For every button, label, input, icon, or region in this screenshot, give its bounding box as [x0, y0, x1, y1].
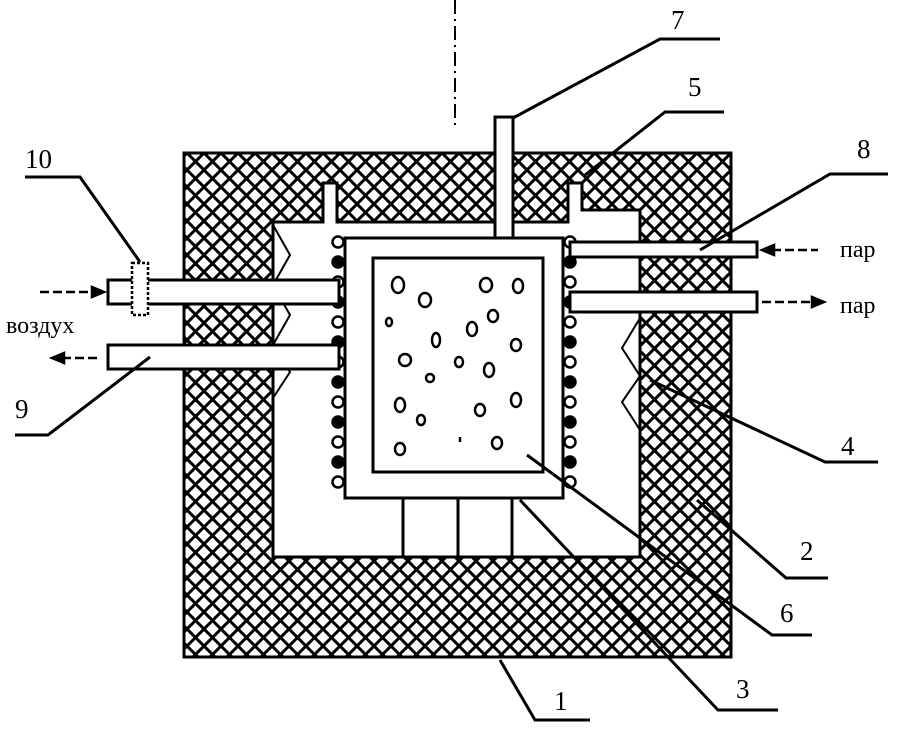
chamber-seam-left: [271, 224, 292, 399]
label-10: 10: [25, 144, 52, 174]
label-8: 8: [857, 134, 871, 164]
steam-inlet-pipe: [568, 240, 759, 259]
rod: [493, 115, 515, 240]
label-2: 2: [800, 536, 814, 566]
granules: [384, 275, 525, 457]
steam-outlet-pipe: [568, 290, 759, 314]
label-6: 6: [780, 598, 794, 628]
label-air: воздух: [6, 313, 74, 339]
chamber-seam-right: [620, 317, 642, 431]
coil-right: [563, 235, 577, 489]
label-1: 1: [554, 686, 568, 716]
label-4: 4: [841, 431, 855, 461]
label-3: 3: [736, 674, 750, 704]
label-5: 5: [688, 72, 702, 102]
leader-lines: [15, 37, 888, 722]
valve: [130, 261, 150, 317]
vessel-supports: [401, 498, 514, 557]
label-9: 9: [15, 394, 29, 424]
label-steam-out: пар: [840, 293, 876, 319]
air-outlet-pipe: [106, 343, 341, 371]
flow-arrows: [40, 243, 828, 365]
inner-vessel-inner: [371, 256, 545, 474]
label-7: 7: [671, 5, 685, 35]
outer-housing: [182, 151, 733, 659]
label-steam-in: пар: [840, 237, 876, 263]
